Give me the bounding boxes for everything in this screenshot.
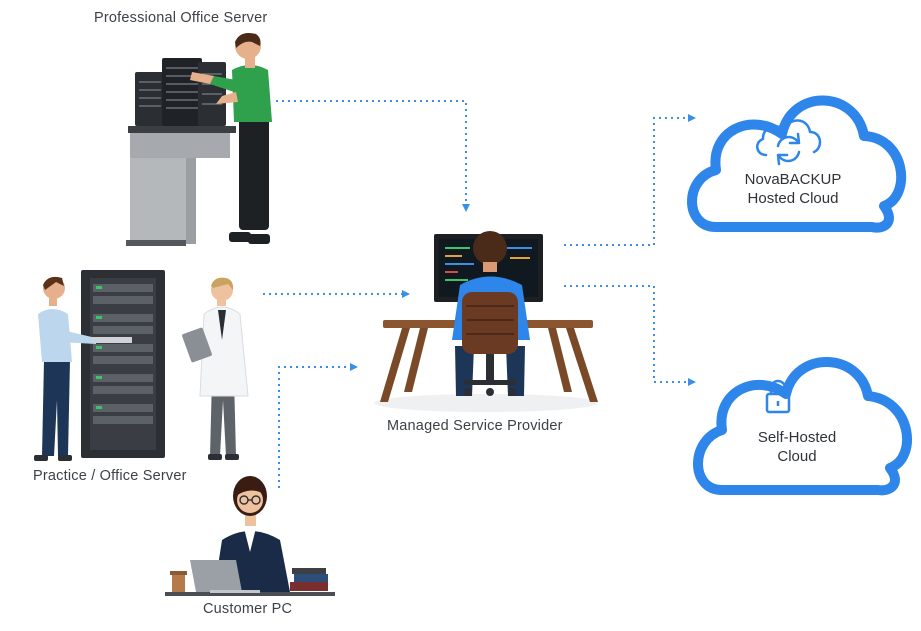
label-managed-service-provider: Managed Service Provider (387, 418, 563, 434)
label-novabackup-line1: NovaBACKUP (744, 171, 842, 188)
label-novabackup-hosted-cloud: NovaBACKUP Hosted Cloud (726, 170, 860, 208)
label-professional-office-server: Professional Office Server (94, 10, 268, 26)
novabackup-hosted-cloud-shape (687, 95, 907, 233)
msp-illustration (374, 231, 598, 412)
label-customer-pc: Customer PC (203, 601, 293, 617)
label-self-hosted-cloud: Self-Hosted Cloud (730, 428, 864, 466)
padlock-icon (765, 379, 791, 414)
cloud-sync-icon (756, 119, 822, 166)
coffee-cup-icon (170, 571, 187, 592)
connector-msp-to-self-hosted-cloud (564, 285, 696, 386)
connector-msp-to-novabackup-cloud (564, 114, 696, 246)
doctor-figure (182, 277, 249, 460)
self-hosted-cloud-shape (693, 357, 912, 496)
office-chair-icon (462, 292, 518, 396)
connector-customer-to-msp (278, 363, 358, 488)
server-tower-icon (135, 58, 226, 126)
professional-office-server-illustration (126, 33, 272, 246)
technician-figure (190, 33, 272, 244)
laptop-icon (190, 560, 260, 593)
practice-office-server-illustration (34, 270, 249, 461)
connector-professional-to-msp (276, 100, 470, 212)
label-self-hosted-line1: Self-Hosted (757, 429, 837, 446)
label-practice-office-server: Practice / Office Server (33, 468, 187, 484)
label-self-hosted-line2: Cloud (777, 448, 817, 465)
label-novabackup-line2: Hosted Cloud (747, 190, 839, 207)
server-rack-icon (81, 270, 165, 458)
book-stack-icon (290, 568, 328, 591)
customer-pc-illustration (165, 476, 335, 596)
it-worker-figure (34, 276, 132, 461)
